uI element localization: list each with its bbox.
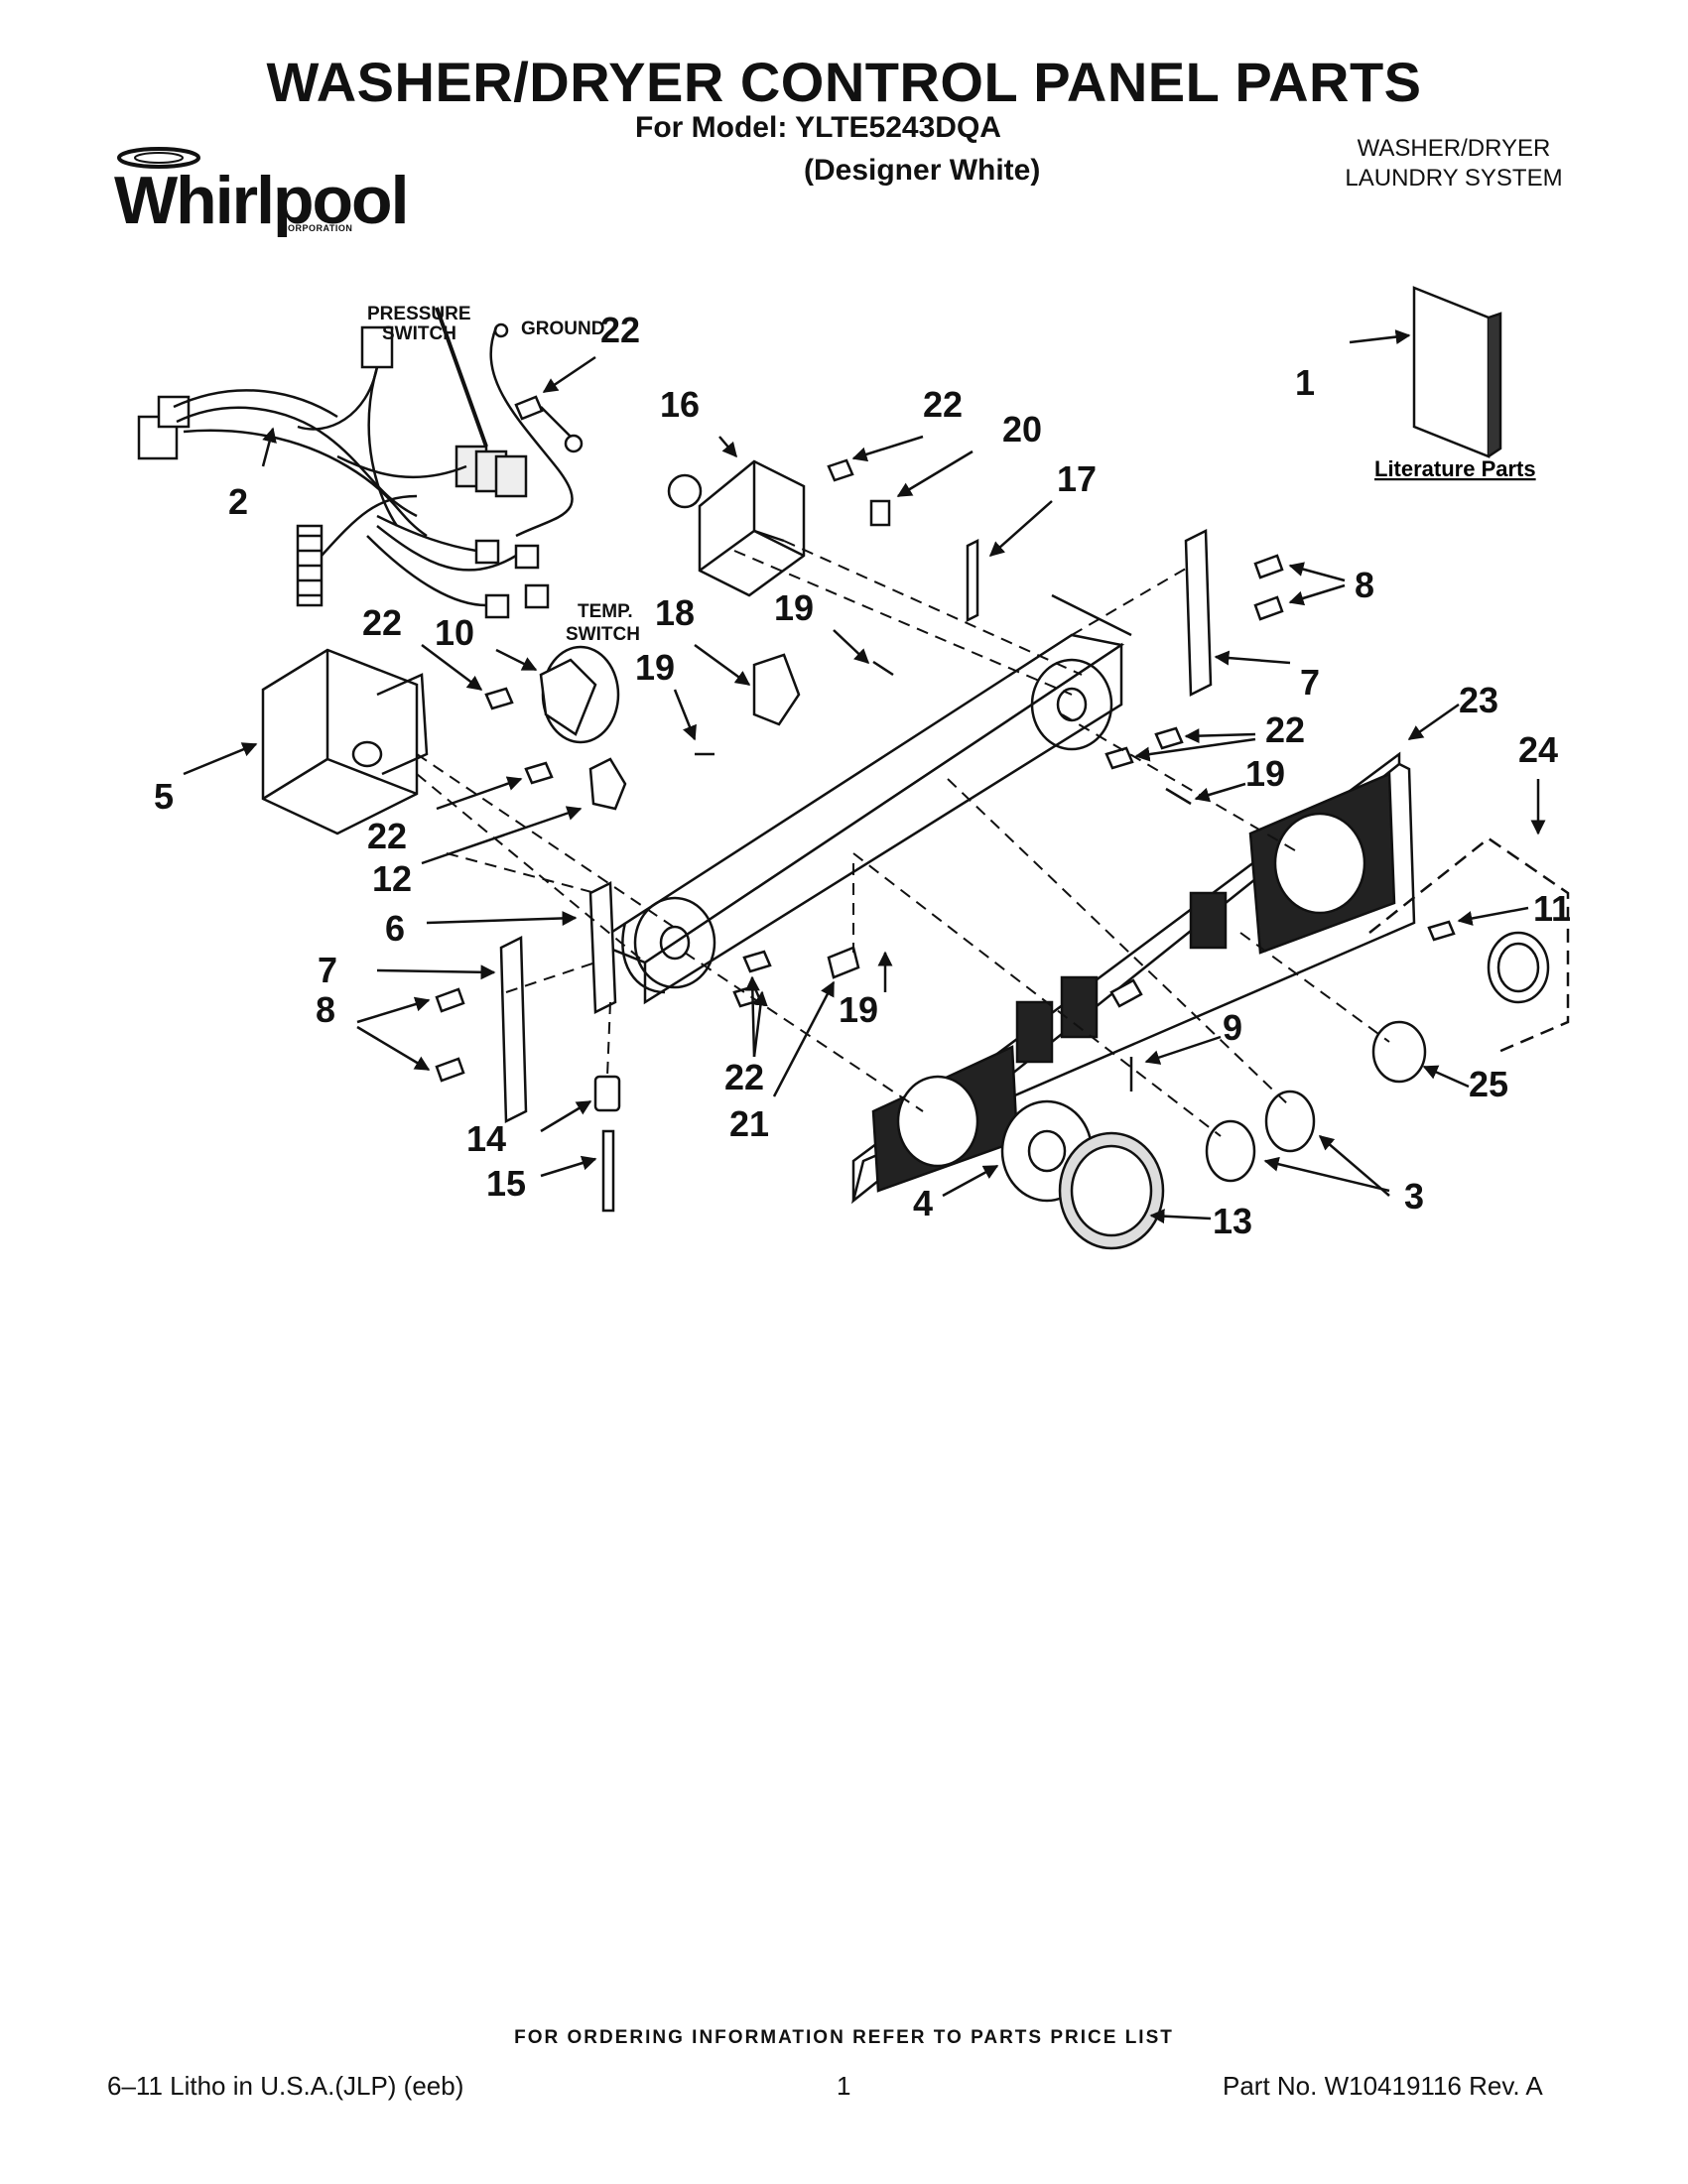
callout-1: 1: [1295, 362, 1315, 403]
left-control: [183, 648, 429, 835]
logo-wordmark: Whirlpool: [114, 163, 409, 238]
wiring-harness: [137, 307, 574, 619]
callout-13: 13: [1213, 1201, 1252, 1241]
knob-3b: [1264, 1090, 1316, 1153]
model-line: For Model: YLTE5243DQA: [635, 111, 1001, 144]
callout-24: 24: [1518, 729, 1558, 770]
callout-16: 16: [660, 384, 700, 425]
callout-8-left: 8: [316, 989, 335, 1030]
temp-switch-label-2: SWITCH: [566, 624, 640, 645]
ground-screw: [514, 355, 596, 453]
literature-parts-label: Literature Parts: [1374, 456, 1536, 481]
callout-8-right: 8: [1355, 565, 1374, 605]
callout-7-left: 7: [318, 950, 337, 990]
callout-22-bottom: 22: [724, 1057, 764, 1097]
callout-9: 9: [1223, 1007, 1242, 1048]
callout-25: 25: [1469, 1064, 1508, 1104]
control-timer: [667, 436, 806, 597]
logo-corporation: CORPORATION: [281, 223, 353, 233]
system-label: WASHER/DRYER LAUNDRY SYSTEM: [1320, 134, 1588, 193]
callout-11: 11: [1533, 888, 1571, 929]
ordering-note: FOR ORDERING INFORMATION REFER TO PARTS …: [514, 2027, 1174, 2048]
callout-4: 4: [913, 1183, 933, 1223]
callout-3: 3: [1404, 1176, 1424, 1217]
callout-20: 20: [1002, 409, 1042, 450]
system-line-1: WASHER/DRYER: [1357, 135, 1551, 162]
whirlpool-logo-swirl-icon: [117, 147, 200, 169]
callout-17: 17: [1057, 458, 1097, 499]
callout-6: 6: [385, 908, 405, 949]
pressure-switch-label-1: PRESSURE: [367, 304, 471, 324]
callout-19-left: 19: [635, 647, 675, 688]
system-line-2: LAUNDRY SYSTEM: [1345, 165, 1563, 192]
litho-line: 6–11 Litho in U.S.A.(JLP) (eeb): [107, 2071, 464, 2101]
callout-18: 18: [655, 592, 695, 633]
callout-21: 21: [729, 1103, 769, 1144]
console-frame: [592, 593, 1132, 1005]
page-number: 1: [837, 2071, 851, 2101]
temp-switch: [495, 645, 620, 744]
ground-label: GROUND: [521, 319, 604, 339]
callout-19-bottom: 19: [839, 989, 878, 1030]
callout-10: 10: [435, 612, 474, 653]
callout-22-right: 22: [1265, 709, 1305, 750]
callout-12: 12: [372, 858, 412, 899]
callout-2: 2: [228, 481, 248, 522]
page-title: WASHER/DRYER CONTROL PANEL PARTS: [266, 51, 1422, 113]
part-number: Part No. W10419116 Rev. A: [1223, 2071, 1543, 2101]
callout-19-right: 19: [1245, 753, 1285, 794]
knob-3a: [1205, 1119, 1256, 1183]
callout-22-left-bottom: 22: [367, 816, 407, 856]
callout-19-top: 19: [774, 587, 814, 628]
knob-25: [1371, 1020, 1427, 1084]
color-line: (Designer White): [804, 154, 1041, 187]
callout-5: 5: [154, 776, 174, 817]
pressure-switch-label-2: SWITCH: [382, 323, 456, 344]
callout-22-ground: 22: [600, 310, 640, 350]
callout-22-timer: 22: [923, 384, 963, 425]
callout-14: 14: [466, 1118, 506, 1159]
callout-7-right: 7: [1300, 662, 1320, 703]
callout-23: 23: [1459, 680, 1498, 720]
temp-switch-label-1: TEMP.: [578, 601, 633, 622]
callout-22-left-top: 22: [362, 602, 402, 643]
literature-booklet: [1349, 286, 1502, 458]
callout-15: 15: [486, 1163, 526, 1204]
